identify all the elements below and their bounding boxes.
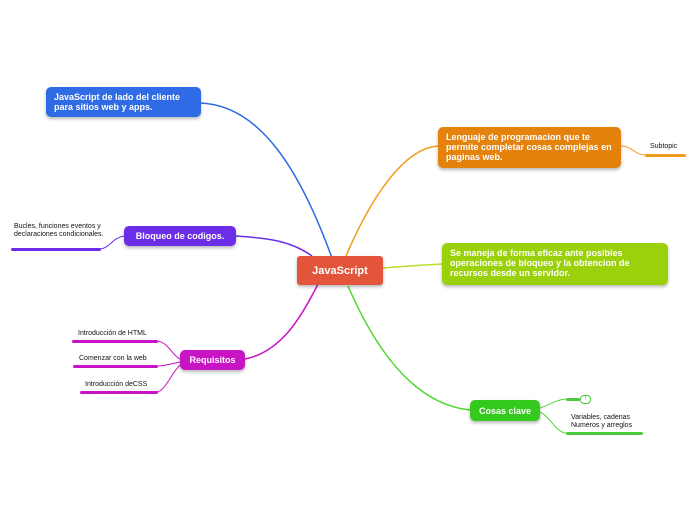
subtopic-requisitos-3-underline [80, 391, 158, 394]
subtopic-bloqueo-1-underline [11, 248, 101, 251]
subtopic-requisitos-1-underline [72, 340, 158, 343]
subtopic-requisitos-2-underline [73, 365, 158, 368]
connector-req-leaf-3 [156, 364, 181, 393]
connector-lenguaje-leaf [620, 145, 646, 156]
subtopic-requisitos-1-label: Introducción de HTML [78, 330, 147, 337]
connector-clave-leaf [539, 411, 567, 434]
topic-bloqueo-label: Bloqueo de codigos. [135, 231, 225, 241]
subtopic-requisitos-3-label: Introducción deCSS [85, 381, 148, 388]
subtopic-clave-badge-label: ! [584, 396, 587, 402]
central-topic-label: JavaScript [312, 264, 368, 277]
subtopic-lenguaje-1-label: Subtopic [650, 143, 678, 150]
topic-requisitos-label: Requisitos [189, 355, 236, 365]
subtopic-lenguaje-1-underline [645, 154, 686, 157]
subtopic-lenguaje-1[interactable]: Subtopic [650, 143, 690, 151]
connector-requisitos [244, 283, 319, 360]
topic-eficaz[interactable]: Se maneja de forma eficaz ante posibles … [442, 243, 668, 285]
subtopic-requisitos-2[interactable]: Comenzar con la web [79, 355, 161, 363]
subtopic-clave-1[interactable]: Variables, cadenas Numeros y arreglos [571, 414, 645, 430]
topic-lenguaje[interactable]: Lenguaje de programacion que te permite … [438, 127, 621, 168]
subtopic-clave-badge-underline [566, 398, 580, 401]
connector-cliente [199, 102, 333, 259]
subtopic-requisitos-2-label: Comenzar con la web [79, 355, 147, 362]
subtopic-bloqueo-1-label: Bucles, funciones eventos y declaracione… [14, 223, 104, 238]
topic-bloqueo[interactable]: Bloqueo de codigos. [124, 226, 236, 246]
topic-cliente[interactable]: JavaScript de lado del cliente para siti… [46, 87, 201, 117]
subtopic-clave-1-underline [566, 432, 643, 435]
topic-lenguaje-label: Lenguaje de programacion que te permite … [446, 132, 612, 162]
topic-eficaz-label: Se maneja de forma eficaz ante posibles … [450, 248, 630, 278]
connector-lenguaje [345, 145, 439, 257]
topic-cliente-label: JavaScript de lado del cliente para siti… [54, 92, 181, 112]
connector-bloqueo-leaf [99, 235, 125, 250]
connector-eficaz [382, 263, 443, 269]
topic-requisitos[interactable]: Requisitos [180, 350, 245, 370]
topic-clave-label: Cosas clave [478, 405, 532, 416]
subtopic-clave-1-label: Variables, cadenas Numeros y arreglos [571, 414, 633, 429]
subtopic-requisitos-1[interactable]: Introducción de HTML [78, 330, 160, 338]
connector-clave-badge [539, 398, 567, 409]
subtopic-clave-badge[interactable]: ! [580, 395, 591, 404]
connector-req-leaf-1 [156, 340, 181, 360]
connector-req-leaf-2 [156, 361, 181, 367]
topic-clave[interactable]: Cosas clave [470, 400, 540, 421]
connector-bloqueo [235, 235, 313, 257]
subtopic-bloqueo-1[interactable]: Bucles, funciones eventos y declaracione… [14, 223, 104, 239]
subtopic-requisitos-3[interactable]: Introducción deCSS [85, 381, 161, 389]
connector-clave [347, 285, 471, 411]
central-topic[interactable]: JavaScript [297, 256, 383, 285]
